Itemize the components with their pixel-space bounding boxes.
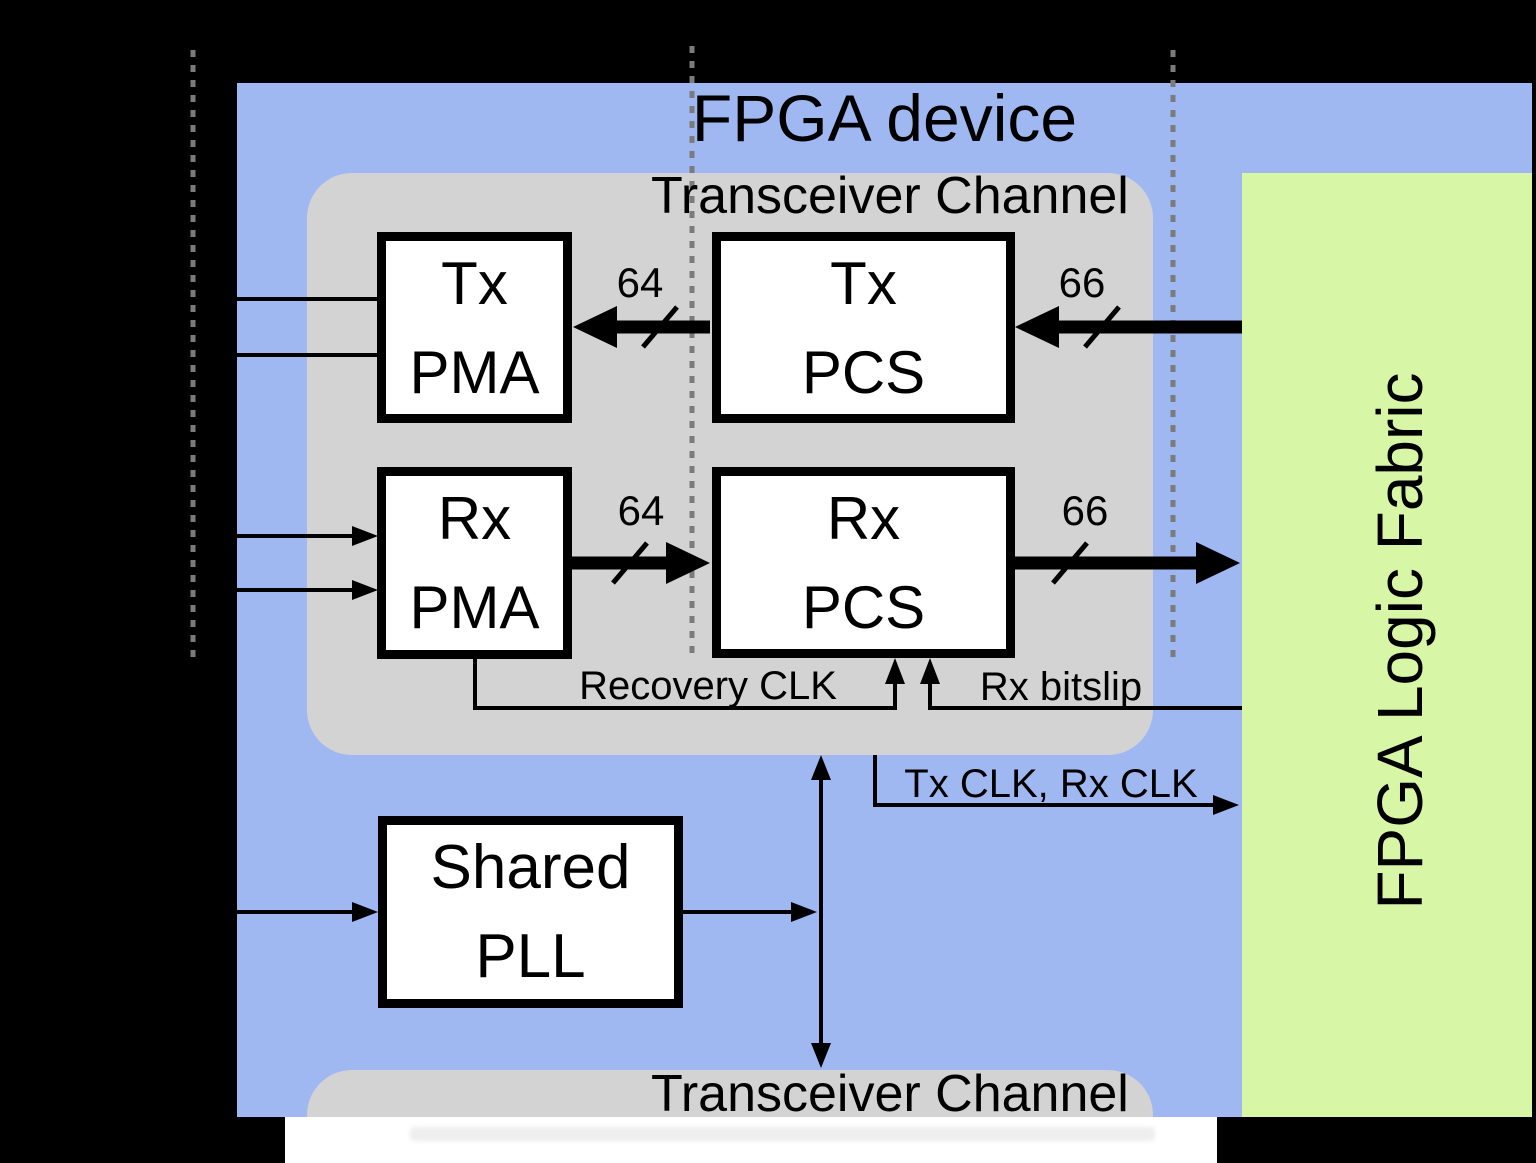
tx-rx-clk-label: Tx CLK, Rx CLK bbox=[904, 762, 1198, 806]
shared-pll-label-line2: PLL bbox=[475, 922, 586, 991]
tx-pcs-label-line1: Tx bbox=[830, 249, 897, 317]
tx-pma-label-line1: Tx bbox=[441, 249, 508, 317]
fpga-device-title: FPGA device bbox=[691, 81, 1078, 155]
rx-pcs-label-line2: PCS bbox=[801, 573, 926, 641]
bottom-white-strip bbox=[285, 1117, 1217, 1163]
recovery-clk-label: Recovery CLK bbox=[579, 664, 837, 708]
rx-pma-label-line1: Rx bbox=[437, 485, 512, 552]
bus-width-label-rx-66: 66 bbox=[1061, 487, 1109, 534]
transceiver-channel-label: Transceiver Channel bbox=[651, 167, 1129, 225]
tx-pcs-block: Tx PCS bbox=[712, 232, 1015, 423]
bus-width-label-tx-66: 66 bbox=[1058, 259, 1106, 306]
fpga-logic-fabric-region bbox=[1242, 173, 1532, 1117]
fpga-logic-fabric-label: FPGA Logic Fabric bbox=[1364, 372, 1436, 910]
transceiver-channel-2-region bbox=[307, 1070, 1153, 1117]
cut-off-caption-remnant bbox=[410, 1127, 1155, 1141]
shared-pll-label-line1: Shared bbox=[430, 833, 631, 902]
rx-pma-block: Rx PMA bbox=[377, 467, 572, 659]
shared-pll-block: Shared PLL bbox=[378, 816, 683, 1008]
rx-bitslip-label: Rx bitslip bbox=[979, 665, 1143, 709]
rx-pma-label-line2: PMA bbox=[409, 574, 540, 641]
tx-pma-block: Tx PMA bbox=[377, 232, 572, 423]
transceiver-channel-2-label: Transceiver Channel bbox=[651, 1065, 1129, 1123]
bus-width-label-tx-64: 64 bbox=[616, 259, 664, 306]
tx-pma-label-line2: PMA bbox=[409, 338, 540, 406]
tx-pcs-label-line2: PCS bbox=[801, 338, 926, 406]
rx-pcs-label-line1: Rx bbox=[826, 484, 901, 552]
bus-width-label-rx-64: 64 bbox=[617, 487, 665, 534]
rx-pcs-block: Rx PCS bbox=[712, 467, 1015, 658]
